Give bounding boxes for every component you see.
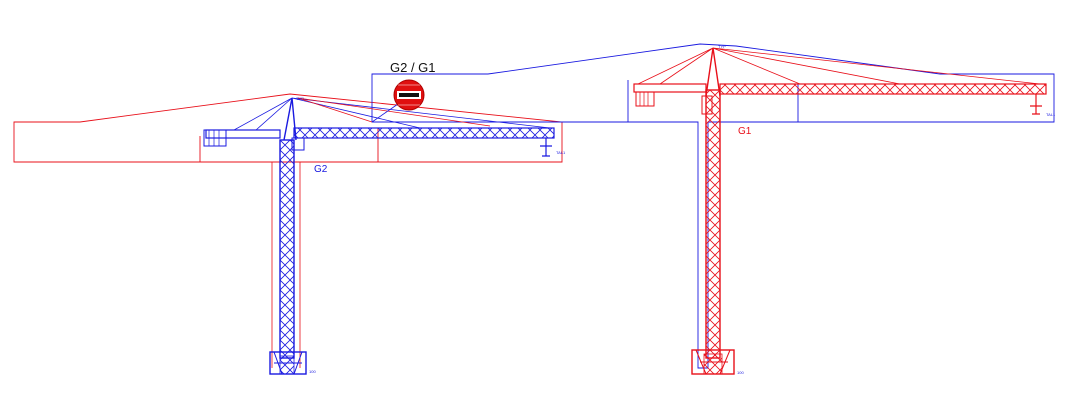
label-g2-g1: G2 / G1	[390, 60, 436, 75]
g1-tower-head	[705, 47, 721, 97]
g2-jib	[293, 127, 555, 139]
label-g2: G2	[314, 164, 328, 175]
g1-counterweight	[635, 91, 655, 107]
g1-overlap-ties	[297, 97, 491, 127]
marker-g1-top: TYP	[718, 44, 726, 49]
g1-cab	[701, 95, 713, 115]
g2-tie-lines	[233, 97, 551, 131]
crane-g1	[633, 47, 1047, 375]
g2-cab	[291, 137, 305, 151]
label-g1: G1	[738, 126, 752, 137]
g1-hook	[1030, 94, 1042, 115]
marker-g1-hook: TAL1	[1046, 112, 1056, 117]
g2-hook	[540, 138, 552, 157]
g1-mast	[705, 89, 721, 359]
g1-jib	[719, 83, 1047, 95]
collision-warning-icon	[371, 79, 425, 123]
g1-tie-lines	[637, 47, 1041, 85]
marker-g2-base: 100	[309, 369, 316, 374]
crane-g2	[203, 97, 555, 375]
marker-g2-top: TYP	[296, 96, 304, 101]
g2-counterweight	[203, 129, 227, 147]
g2-mast-envelope	[271, 162, 301, 368]
g1-counter-jib	[633, 83, 707, 93]
marker-g1-base: 100	[737, 370, 744, 375]
g2-mast	[279, 139, 295, 359]
g2-counter-jib	[205, 129, 281, 139]
marker-g2-hook: TAL1	[556, 150, 566, 155]
